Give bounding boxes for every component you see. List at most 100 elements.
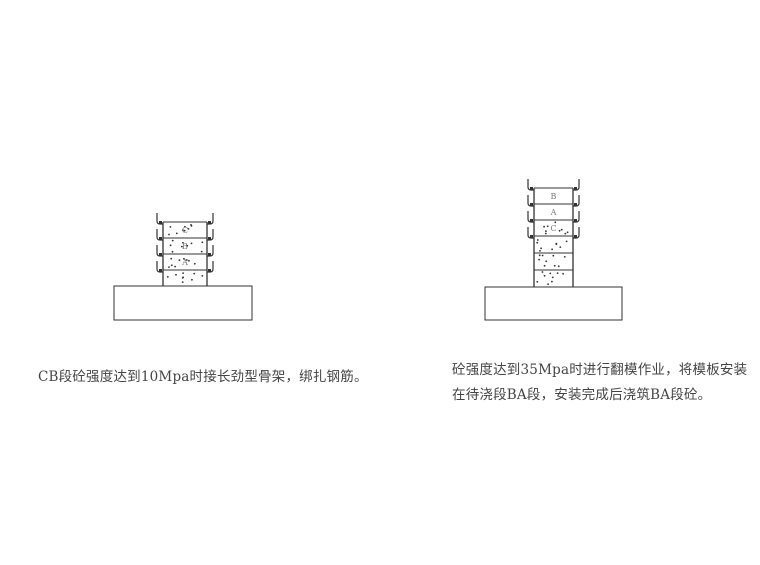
concrete-aggregate-dot xyxy=(181,245,183,248)
stage-2-caption: 砼强度达到35Mpa时进行翻模作业，将模板安装 在待浇段BA段，安装完成后浇筑B… xyxy=(452,358,747,408)
concrete-aggregate-dot xyxy=(201,241,204,244)
bracket-anchor xyxy=(208,237,211,240)
concrete-aggregate-dot xyxy=(543,274,546,277)
concrete-aggregate-dot xyxy=(544,232,547,235)
caption-line: 砼强度达到35Mpa时进行翻模作业，将模板安装 xyxy=(452,362,748,378)
concrete-aggregate-dot xyxy=(193,272,196,275)
concrete-aggregate-dot xyxy=(182,276,185,279)
foundation-base xyxy=(113,285,253,321)
concrete-aggregate-dot xyxy=(541,271,544,273)
concrete-aggregate-dot xyxy=(543,264,546,267)
concrete-aggregate-dot xyxy=(566,231,569,234)
concrete-aggregate-dot xyxy=(187,228,190,230)
bracket-anchor xyxy=(159,253,162,256)
concrete-aggregate-dot xyxy=(560,228,563,231)
concrete-aggregate-dot xyxy=(540,247,542,250)
concrete-aggregate-dot xyxy=(538,258,540,261)
concrete-aggregate-dot xyxy=(185,259,188,261)
concrete-aggregate-dot xyxy=(183,229,186,232)
concrete-aggregate-dot xyxy=(536,241,539,244)
segment-label: C xyxy=(550,224,556,233)
bracket-anchor xyxy=(208,253,211,256)
concrete-aggregate-dot xyxy=(553,264,556,267)
concrete-aggregate-dot xyxy=(182,272,185,274)
concrete-aggregate-dot xyxy=(181,281,184,283)
concrete-aggregate-dot xyxy=(184,225,186,228)
segment-label: A xyxy=(550,208,557,217)
stage-2-drawing: BAC xyxy=(484,179,623,321)
foundation-base xyxy=(484,286,623,321)
concrete-aggregate-dot xyxy=(191,278,193,281)
concrete-aggregate-dot xyxy=(178,259,181,262)
concrete-aggregate-dot xyxy=(564,232,567,235)
bracket-anchor xyxy=(159,237,162,240)
concrete-aggregate-dot xyxy=(545,230,547,233)
concrete-aggregate-dot xyxy=(188,259,190,262)
concrete-aggregate-dot xyxy=(536,239,539,241)
concrete-aggregate-dot xyxy=(562,272,564,275)
concrete-aggregate-dot xyxy=(543,225,545,228)
bracket-anchor xyxy=(208,269,211,272)
concrete-aggregate-dot xyxy=(554,221,557,224)
concrete-aggregate-dot xyxy=(551,280,553,283)
stage-1-drawing: CBA xyxy=(113,213,253,321)
concrete-aggregate-dot xyxy=(536,280,539,283)
concrete-aggregate-dot xyxy=(541,254,544,257)
concrete-aggregate-dot xyxy=(169,244,172,247)
concrete-aggregate-dot xyxy=(563,256,566,258)
segment-label: B xyxy=(182,242,188,251)
concrete-aggregate-dot xyxy=(175,232,178,235)
concrete-aggregate-dot xyxy=(169,226,172,228)
bracket-anchor xyxy=(159,221,162,224)
concrete-aggregate-dot xyxy=(558,229,561,232)
concrete-aggregate-dot xyxy=(181,229,184,232)
concrete-aggregate-dot xyxy=(170,257,173,260)
concrete-aggregate-dot xyxy=(539,250,541,252)
concrete-aggregate-dot xyxy=(166,276,169,278)
concrete-aggregate-dot xyxy=(565,240,568,243)
concrete-aggregate-dot xyxy=(175,273,177,276)
concrete-aggregate-dot xyxy=(545,260,548,263)
concrete-aggregate-dot xyxy=(170,264,173,267)
concrete-aggregate-dot xyxy=(174,265,177,268)
bracket-anchor xyxy=(574,203,577,206)
bracket-anchor xyxy=(530,235,533,238)
bracket-anchor xyxy=(574,219,577,222)
bracket-anchor xyxy=(159,269,162,272)
concrete-aggregate-dot xyxy=(190,225,193,227)
concrete-aggregate-dot xyxy=(171,250,174,253)
concrete-aggregate-dot xyxy=(555,243,558,246)
concrete-aggregate-dot xyxy=(538,254,541,257)
concrete-aggregate-dot xyxy=(168,266,170,268)
concrete-aggregate-dot xyxy=(168,233,170,236)
concrete-aggregate-dot xyxy=(549,272,552,275)
concrete-aggregate-dot xyxy=(193,262,196,265)
bracket-anchor xyxy=(530,203,533,206)
concrete-aggregate-dot xyxy=(183,257,185,260)
bracket-anchor xyxy=(574,187,577,190)
concrete-aggregate-dot xyxy=(546,225,549,228)
concrete-aggregate-dot xyxy=(186,244,189,247)
bracket-anchor xyxy=(208,221,211,224)
concrete-aggregate-dot xyxy=(182,241,184,244)
concrete-aggregate-dot xyxy=(557,265,560,268)
concrete-aggregate-dot xyxy=(190,242,193,245)
caption-line: CB段砼强度达到10Mpa时接长劲型骨架，绑扎钢筋。 xyxy=(38,369,368,385)
concrete-aggregate-dot xyxy=(552,254,555,257)
concrete-aggregate-dot xyxy=(551,248,553,251)
bracket-anchor xyxy=(530,187,533,190)
concrete-aggregate-dot xyxy=(547,283,549,285)
concrete-aggregate-dot xyxy=(551,276,554,279)
concrete-aggregate-dot xyxy=(201,275,204,277)
bracket-anchor xyxy=(530,219,533,222)
caption-line: 在待浇段BA段，安装完成后浇筑BA段砼。 xyxy=(452,387,712,403)
bracket-anchor xyxy=(574,235,577,238)
segment-label: B xyxy=(551,192,557,201)
concrete-aggregate-dot xyxy=(171,239,174,242)
concrete-aggregate-dot xyxy=(556,272,559,274)
stage-1-caption: CB段砼强度达到10Mpa时接长劲型骨架，绑扎钢筋。 xyxy=(38,365,368,390)
segment-label: A xyxy=(181,258,188,267)
concrete-aggregate-dot xyxy=(200,250,203,253)
concrete-aggregate-dot xyxy=(559,246,562,249)
